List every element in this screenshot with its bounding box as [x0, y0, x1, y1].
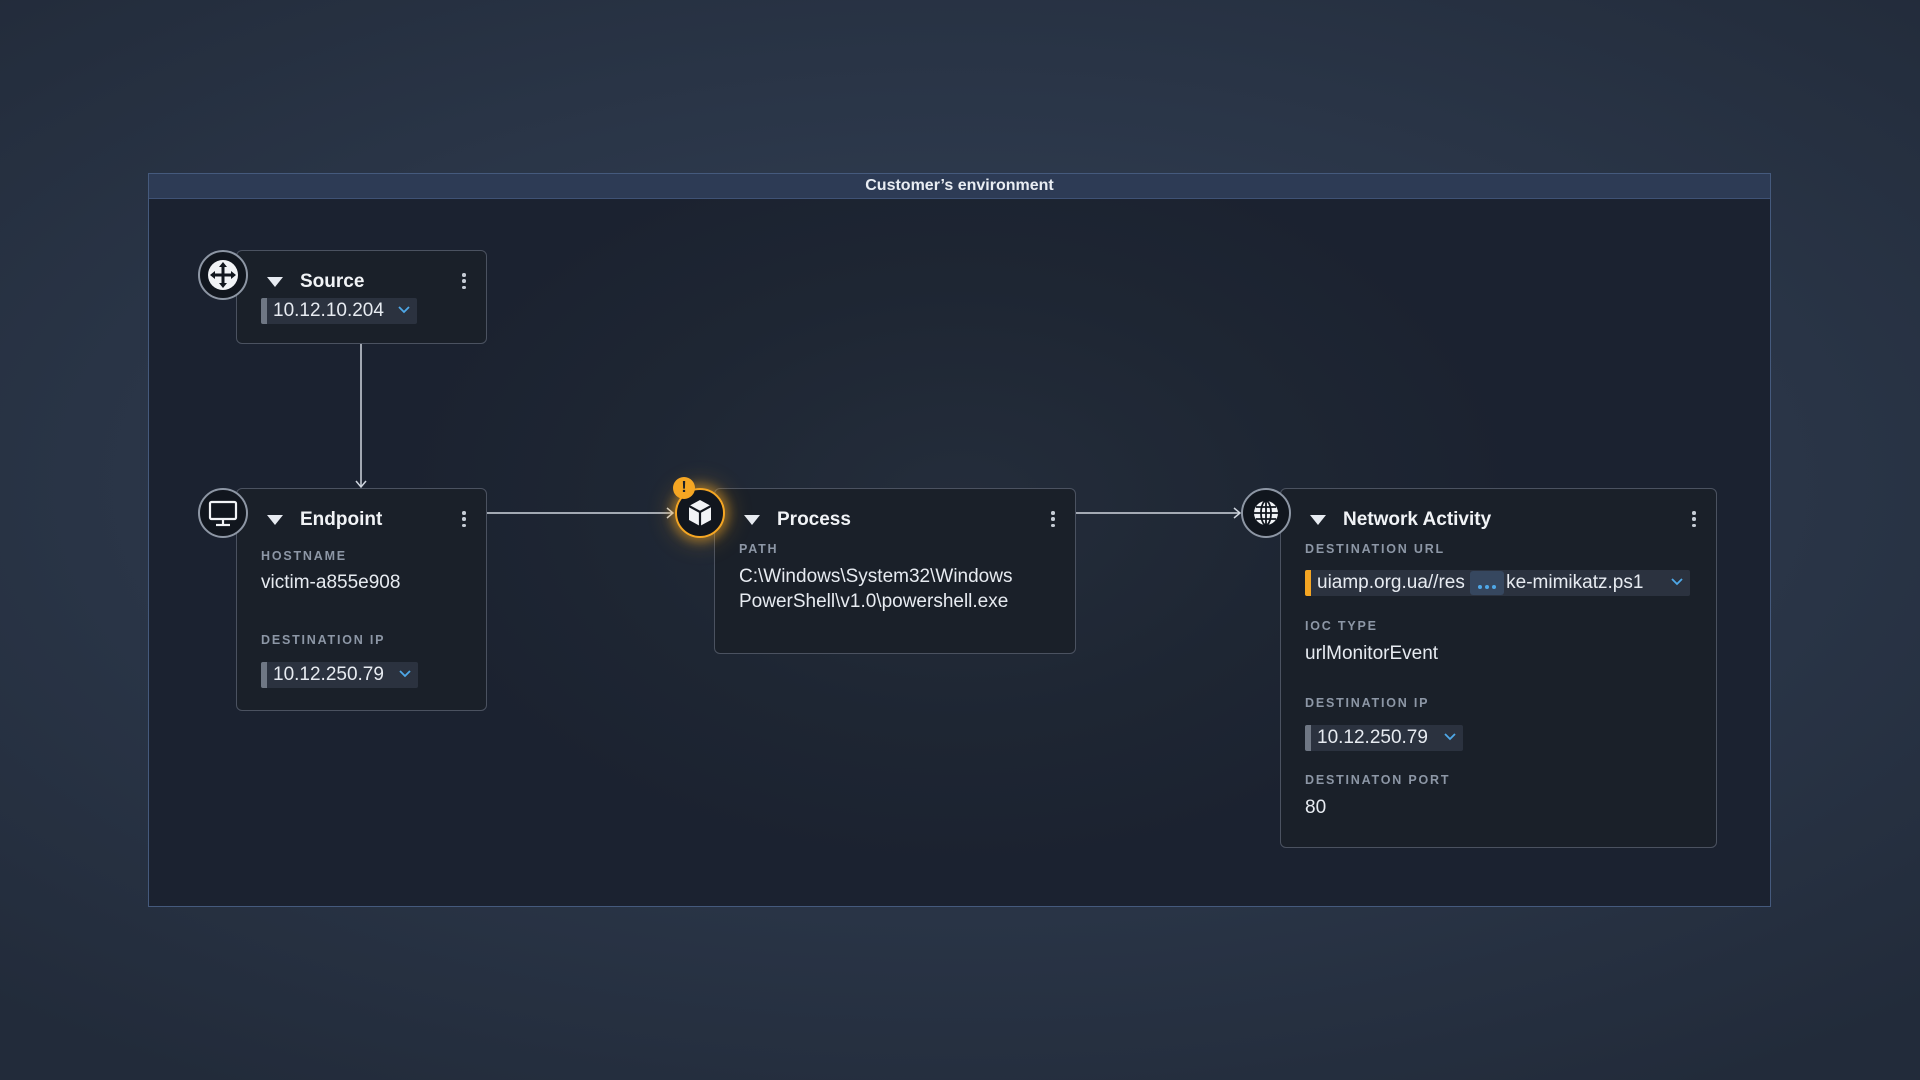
collapse-caret-icon[interactable]: [267, 277, 283, 287]
hostname-label: HOSTNAME: [261, 549, 347, 563]
chevron-down-icon: [1671, 578, 1683, 586]
endpoint-dest-ip-dropdown[interactable]: 10.12.250.79: [261, 662, 418, 688]
endpoint-dest-ip: 10.12.250.79: [273, 664, 384, 685]
collapse-caret-icon[interactable]: [267, 515, 283, 525]
network-activity-title: Network Activity: [1343, 509, 1492, 530]
destination-port-label: DESTINATON PORT: [1305, 773, 1451, 787]
more-options-icon[interactable]: [462, 273, 466, 290]
network-destination-ip-label: DESTINATION IP: [1305, 696, 1430, 710]
collapse-caret-icon[interactable]: [744, 515, 760, 525]
source-card[interactable]: Source 10.12.10.204: [236, 250, 487, 344]
ioc-type-label: IOC TYPE: [1305, 619, 1378, 633]
ioc-type-value: urlMonitorEvent: [1305, 643, 1439, 664]
collapse-caret-icon[interactable]: [1310, 515, 1326, 525]
endpoint-title: Endpoint: [300, 509, 383, 530]
monitor-icon[interactable]: [198, 488, 248, 538]
network-activity-card[interactable]: Network Activity DESTINATION URL uiamp.o…: [1280, 488, 1717, 848]
network-dest-ip: 10.12.250.79: [1317, 727, 1428, 748]
network-dest-ip-dropdown[interactable]: 10.12.250.79: [1305, 725, 1463, 751]
endpoint-card[interactable]: Endpoint HOSTNAME victim-a855e908 DESTIN…: [236, 488, 487, 711]
path-label: PATH: [739, 542, 779, 556]
source-ip: 10.12.10.204: [273, 300, 384, 321]
destination-port-value: 80: [1305, 797, 1327, 818]
destination-url-label: DESTINATION URL: [1305, 542, 1445, 556]
customer-environment-panel: Customer’s environment Source 10.12.10.2…: [148, 173, 1771, 907]
more-options-icon[interactable]: [1692, 511, 1696, 528]
source-title: Source: [300, 271, 365, 292]
globe-icon[interactable]: [1241, 488, 1291, 538]
alert-badge-icon[interactable]: !: [673, 477, 695, 499]
source-router-icon[interactable]: [198, 250, 248, 300]
more-options-icon[interactable]: [462, 511, 466, 528]
process-title: Process: [777, 509, 851, 530]
url-ellipsis-button[interactable]: [1470, 571, 1505, 595]
environment-title: Customer’s environment: [149, 174, 1770, 199]
chevron-down-icon: [399, 670, 411, 678]
cube-icon[interactable]: [675, 488, 725, 538]
url-end: ke-mimikatz.ps1: [1506, 572, 1644, 593]
process-card[interactable]: Process PATH C:\Windows\System32\Windows…: [714, 488, 1076, 654]
chevron-down-icon: [1444, 733, 1456, 741]
hostname-value: victim-a855e908: [261, 572, 401, 593]
url-start: uiamp.org.ua//res: [1317, 572, 1465, 593]
more-options-icon[interactable]: [1051, 511, 1055, 528]
destination-ip-label: DESTINATION IP: [261, 633, 386, 647]
source-ip-dropdown[interactable]: 10.12.10.204: [261, 298, 417, 324]
destination-url-dropdown[interactable]: uiamp.org.ua//res ke-mimikatz.ps1: [1305, 570, 1690, 596]
path-line-2: PowerShell\v1.0\powershell.exe: [739, 591, 1009, 612]
path-line-1: C:\Windows\System32\Windows: [739, 566, 1013, 587]
chevron-down-icon: [398, 306, 410, 314]
